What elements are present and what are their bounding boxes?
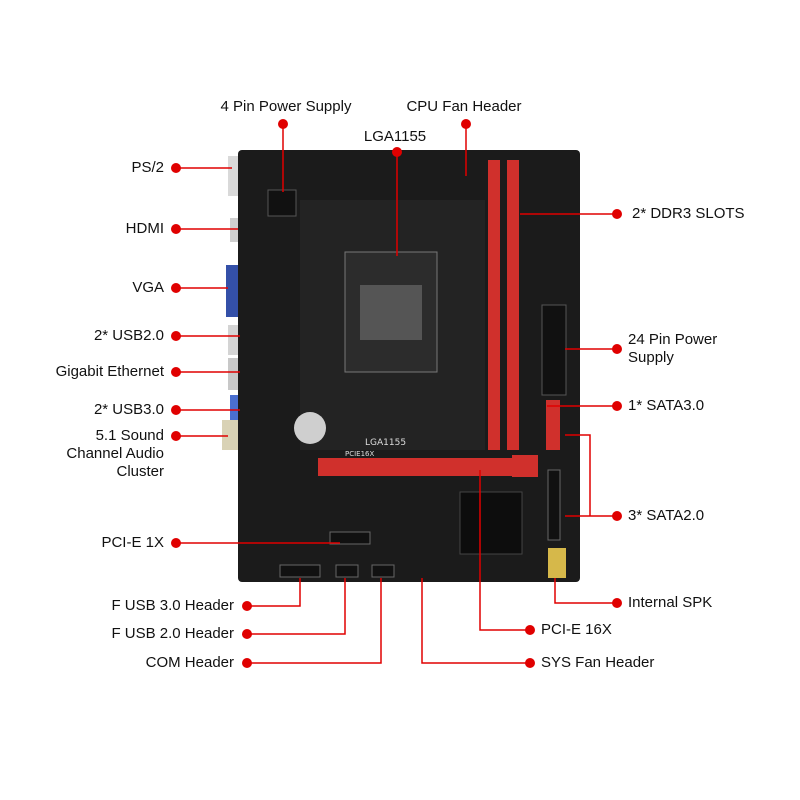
label-audio-line3: Cluster: [116, 463, 164, 480]
pcie16x-slot: [318, 458, 512, 476]
label-fusb2: F USB 2.0 Header: [111, 625, 234, 642]
socket-silkscreen: LGA1155: [365, 438, 407, 448]
label-sys-fan: SYS Fan Header: [541, 654, 655, 671]
label-24pin-line2: Supply: [628, 349, 674, 366]
chipset-heatsink: [459, 491, 523, 555]
socket-plate: [360, 285, 422, 340]
pcie16x-latch: [512, 455, 538, 477]
label-pcie16x: PCI-E 16X: [541, 621, 612, 638]
label-audio-line1: 5.1 Sound: [95, 427, 164, 444]
label-sata2: 3* SATA2.0: [628, 507, 705, 524]
pcie-silkscreen: PCIE16X: [345, 450, 375, 458]
sata3-port: [546, 400, 560, 450]
label-com: COM Header: [145, 654, 234, 671]
sata2-ports: [547, 469, 561, 541]
leader-dots: [171, 119, 622, 668]
label-ethernet: Gigabit Ethernet: [55, 363, 164, 380]
front-panel-header: [548, 548, 566, 578]
ddr3-slot-2: [507, 160, 519, 450]
label-fusb3: F USB 3.0 Header: [111, 597, 234, 614]
label-socket: LGA1155: [363, 128, 427, 145]
pcie1x-slot: [329, 531, 371, 545]
label-vga: VGA: [132, 279, 164, 296]
com-header: [371, 564, 395, 578]
4pin-connector: [267, 189, 297, 217]
label-pcie1x: PCI-E 1X: [101, 534, 164, 551]
label-24pin-power: 24 Pin Power Supply: [628, 331, 717, 367]
label-ps2: PS/2: [131, 159, 164, 176]
fusb2-header: [335, 564, 359, 578]
label-ddr3: 2* DDR3 SLOTS: [632, 205, 745, 222]
ddr3-slot-1: [488, 160, 500, 450]
label-audio: 5.1 Sound Channel Audio Cluster: [66, 427, 164, 481]
label-sata3: 1* SATA3.0: [628, 397, 705, 414]
label-usb3: 2* USB3.0: [93, 401, 164, 418]
label-hdmi: HDMI: [125, 220, 164, 237]
leader-lines: [176, 124, 617, 664]
label-24pin-line1: 24 Pin Power: [628, 331, 718, 348]
label-cpu-fan: CPU Fan Header: [406, 98, 522, 115]
24pin-connector: [541, 304, 567, 396]
fusb3-header: [279, 564, 321, 578]
label-4pin-power: 4 Pin Power Supply: [220, 98, 352, 115]
cmos-battery: [294, 412, 326, 444]
label-usb2: 2* USB2.0: [93, 327, 164, 344]
label-spk: Internal SPK: [628, 594, 713, 611]
label-audio-line2: Channel Audio: [66, 445, 164, 462]
